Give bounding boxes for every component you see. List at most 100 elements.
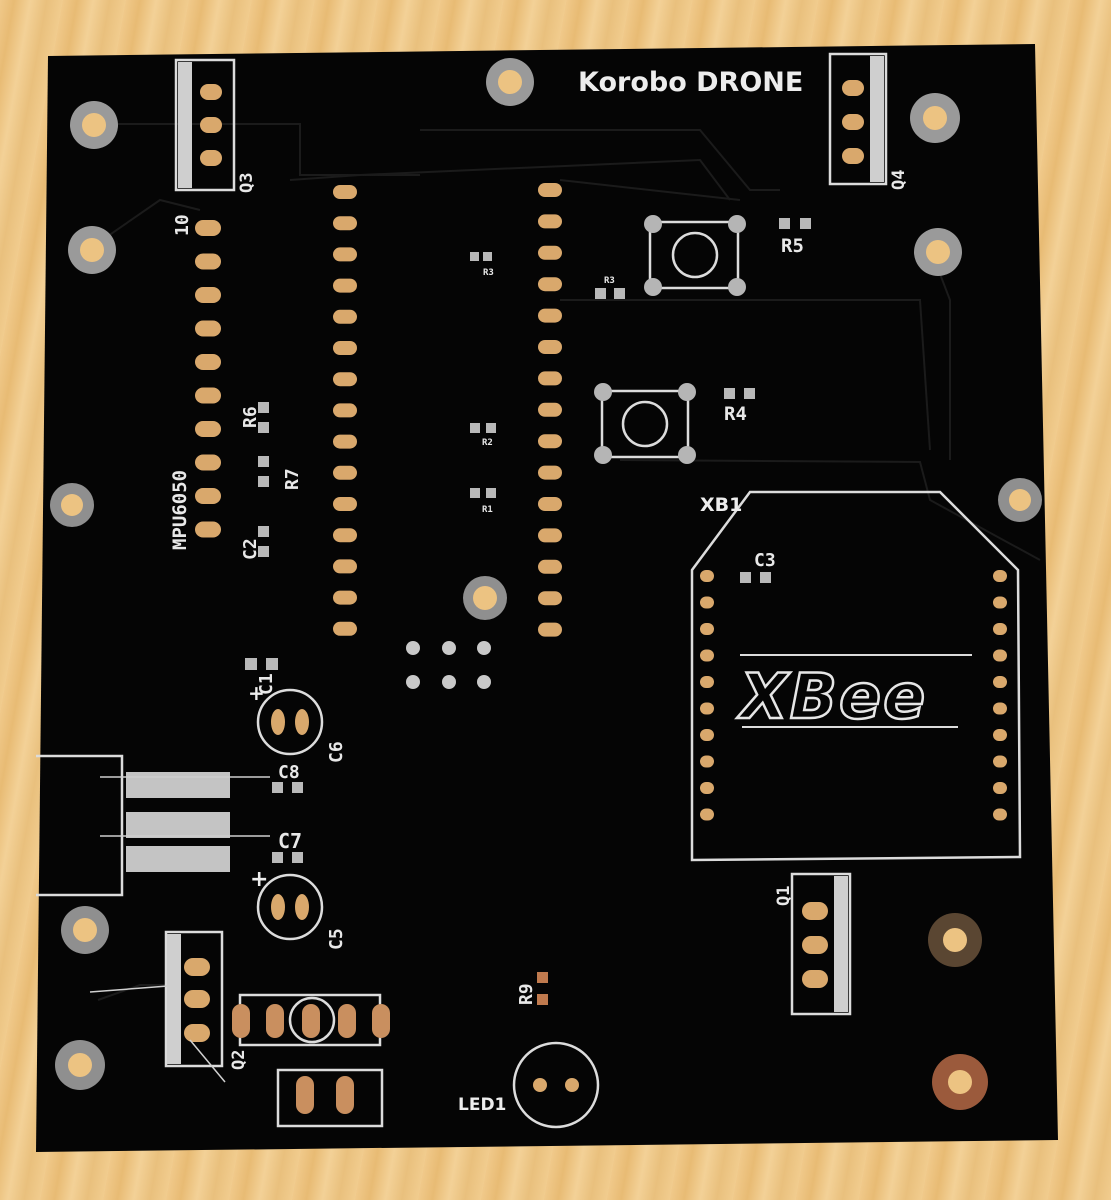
led1-footprint [512, 1041, 600, 1129]
mcu-pin [333, 341, 357, 355]
q2-label: Q2 [229, 1050, 249, 1070]
mpu-pin [195, 253, 221, 270]
mpu-pin [195, 287, 221, 303]
mpu-pin [195, 320, 221, 337]
xbee-pin [700, 729, 714, 741]
xbee-pin [993, 755, 1007, 768]
xbee-pin [993, 649, 1007, 662]
xbee-pin-row-right [993, 570, 1007, 821]
q3-label: Q3 [237, 173, 257, 193]
r2-label: R2 [482, 438, 493, 448]
mcu-pin [538, 214, 562, 229]
mcu-pin [333, 621, 357, 636]
mcu-pin-row-right [538, 183, 562, 637]
xbee-pin [700, 676, 714, 688]
voltage-regulator [36, 754, 270, 897]
xbee-pin [700, 649, 714, 662]
mcu-pin [333, 185, 357, 199]
c7-label: C7 [278, 829, 302, 853]
mpu-pin [195, 521, 221, 538]
xbee-pin [700, 782, 714, 794]
mcu-pin [333, 216, 357, 231]
mcu-pin [538, 434, 562, 449]
mpu6050-label: MPU6050 [169, 470, 191, 550]
mcu-pin [538, 591, 562, 606]
smd-pads [245, 218, 811, 863]
mcu-pin [333, 465, 357, 480]
mcu-pin [333, 278, 357, 293]
mpu-pin [195, 488, 221, 504]
led1-label: LED1 [458, 1095, 506, 1115]
mpu-pin [195, 387, 221, 404]
xbee-pin-row-left [700, 570, 714, 821]
mcu-pin [538, 277, 562, 292]
power-jack [276, 1068, 384, 1128]
mcu-pin [538, 371, 562, 386]
c5-label: C5 [326, 928, 347, 950]
xbee-pin [993, 808, 1007, 821]
mcu-pin [538, 622, 562, 637]
tactile-switch-top [644, 215, 746, 296]
mcu-pin [538, 245, 562, 260]
mpu-pin [195, 421, 221, 437]
xbee-pin [993, 702, 1007, 715]
mcu-pin [538, 528, 562, 543]
c2-label: C2 [240, 538, 261, 560]
mcu-pin [333, 590, 357, 605]
c1-label: C1 [256, 673, 277, 695]
xbee-pin [993, 782, 1007, 794]
r4-label: R4 [724, 403, 747, 425]
q2-header [89, 930, 226, 1083]
tactile-switch-middle [594, 383, 696, 464]
xbee-pin [993, 596, 1007, 609]
r3b-label-small: R3 [604, 276, 615, 286]
r7-label: R7 [282, 468, 303, 490]
mpu6050-header [195, 220, 221, 538]
capacitor-c6 [256, 688, 324, 756]
mcu-pin [333, 403, 357, 418]
r9-label: R9 [516, 983, 537, 1005]
xbee-pin [700, 808, 714, 821]
xbee-pin [993, 729, 1007, 741]
copper-traces [94, 123, 1041, 1001]
xbee-pin [993, 623, 1007, 635]
xb1-label: XB1 [700, 494, 742, 516]
mcu-pin [333, 497, 357, 511]
mcu-pin-row-left [333, 185, 357, 636]
xbee-pin [993, 570, 1007, 582]
mpu-pin [195, 220, 221, 236]
c6-label: C6 [326, 741, 347, 763]
xbee-footprint [690, 490, 1022, 862]
xbee-pin [700, 702, 714, 715]
mcu-pin [538, 465, 562, 480]
xbee-pin [700, 755, 714, 768]
r6-label: R6 [240, 406, 261, 428]
mcu-pin [333, 528, 357, 543]
r3-label-small: R3 [483, 268, 494, 278]
capacitor-c5 [256, 873, 324, 941]
mcu-pin [333, 247, 357, 262]
mcu-pin [333, 559, 357, 574]
slide-switch [232, 993, 390, 1047]
q4-label: Q4 [889, 170, 909, 190]
c5-plus: + [250, 867, 268, 892]
q1-label: Q1 [774, 886, 794, 906]
q1-header [790, 872, 852, 1016]
mcu-pin [538, 402, 562, 417]
board-title: Korobo DRONE [578, 67, 803, 98]
mpu-pin [195, 354, 221, 370]
isp-pad-grid [406, 641, 491, 689]
xbee-pin [700, 623, 714, 635]
q4-header [828, 52, 888, 186]
mcu-pin [538, 308, 562, 323]
r9-pads [537, 972, 548, 1005]
mcu-pin [538, 559, 562, 574]
q3-header [174, 58, 236, 192]
xbee-pin [993, 676, 1007, 688]
mcu-pin [538, 497, 562, 511]
mpu-pin [195, 454, 221, 471]
r5-label: R5 [781, 235, 804, 257]
c8-label: C8 [278, 762, 300, 783]
mcu-pin [538, 183, 562, 197]
